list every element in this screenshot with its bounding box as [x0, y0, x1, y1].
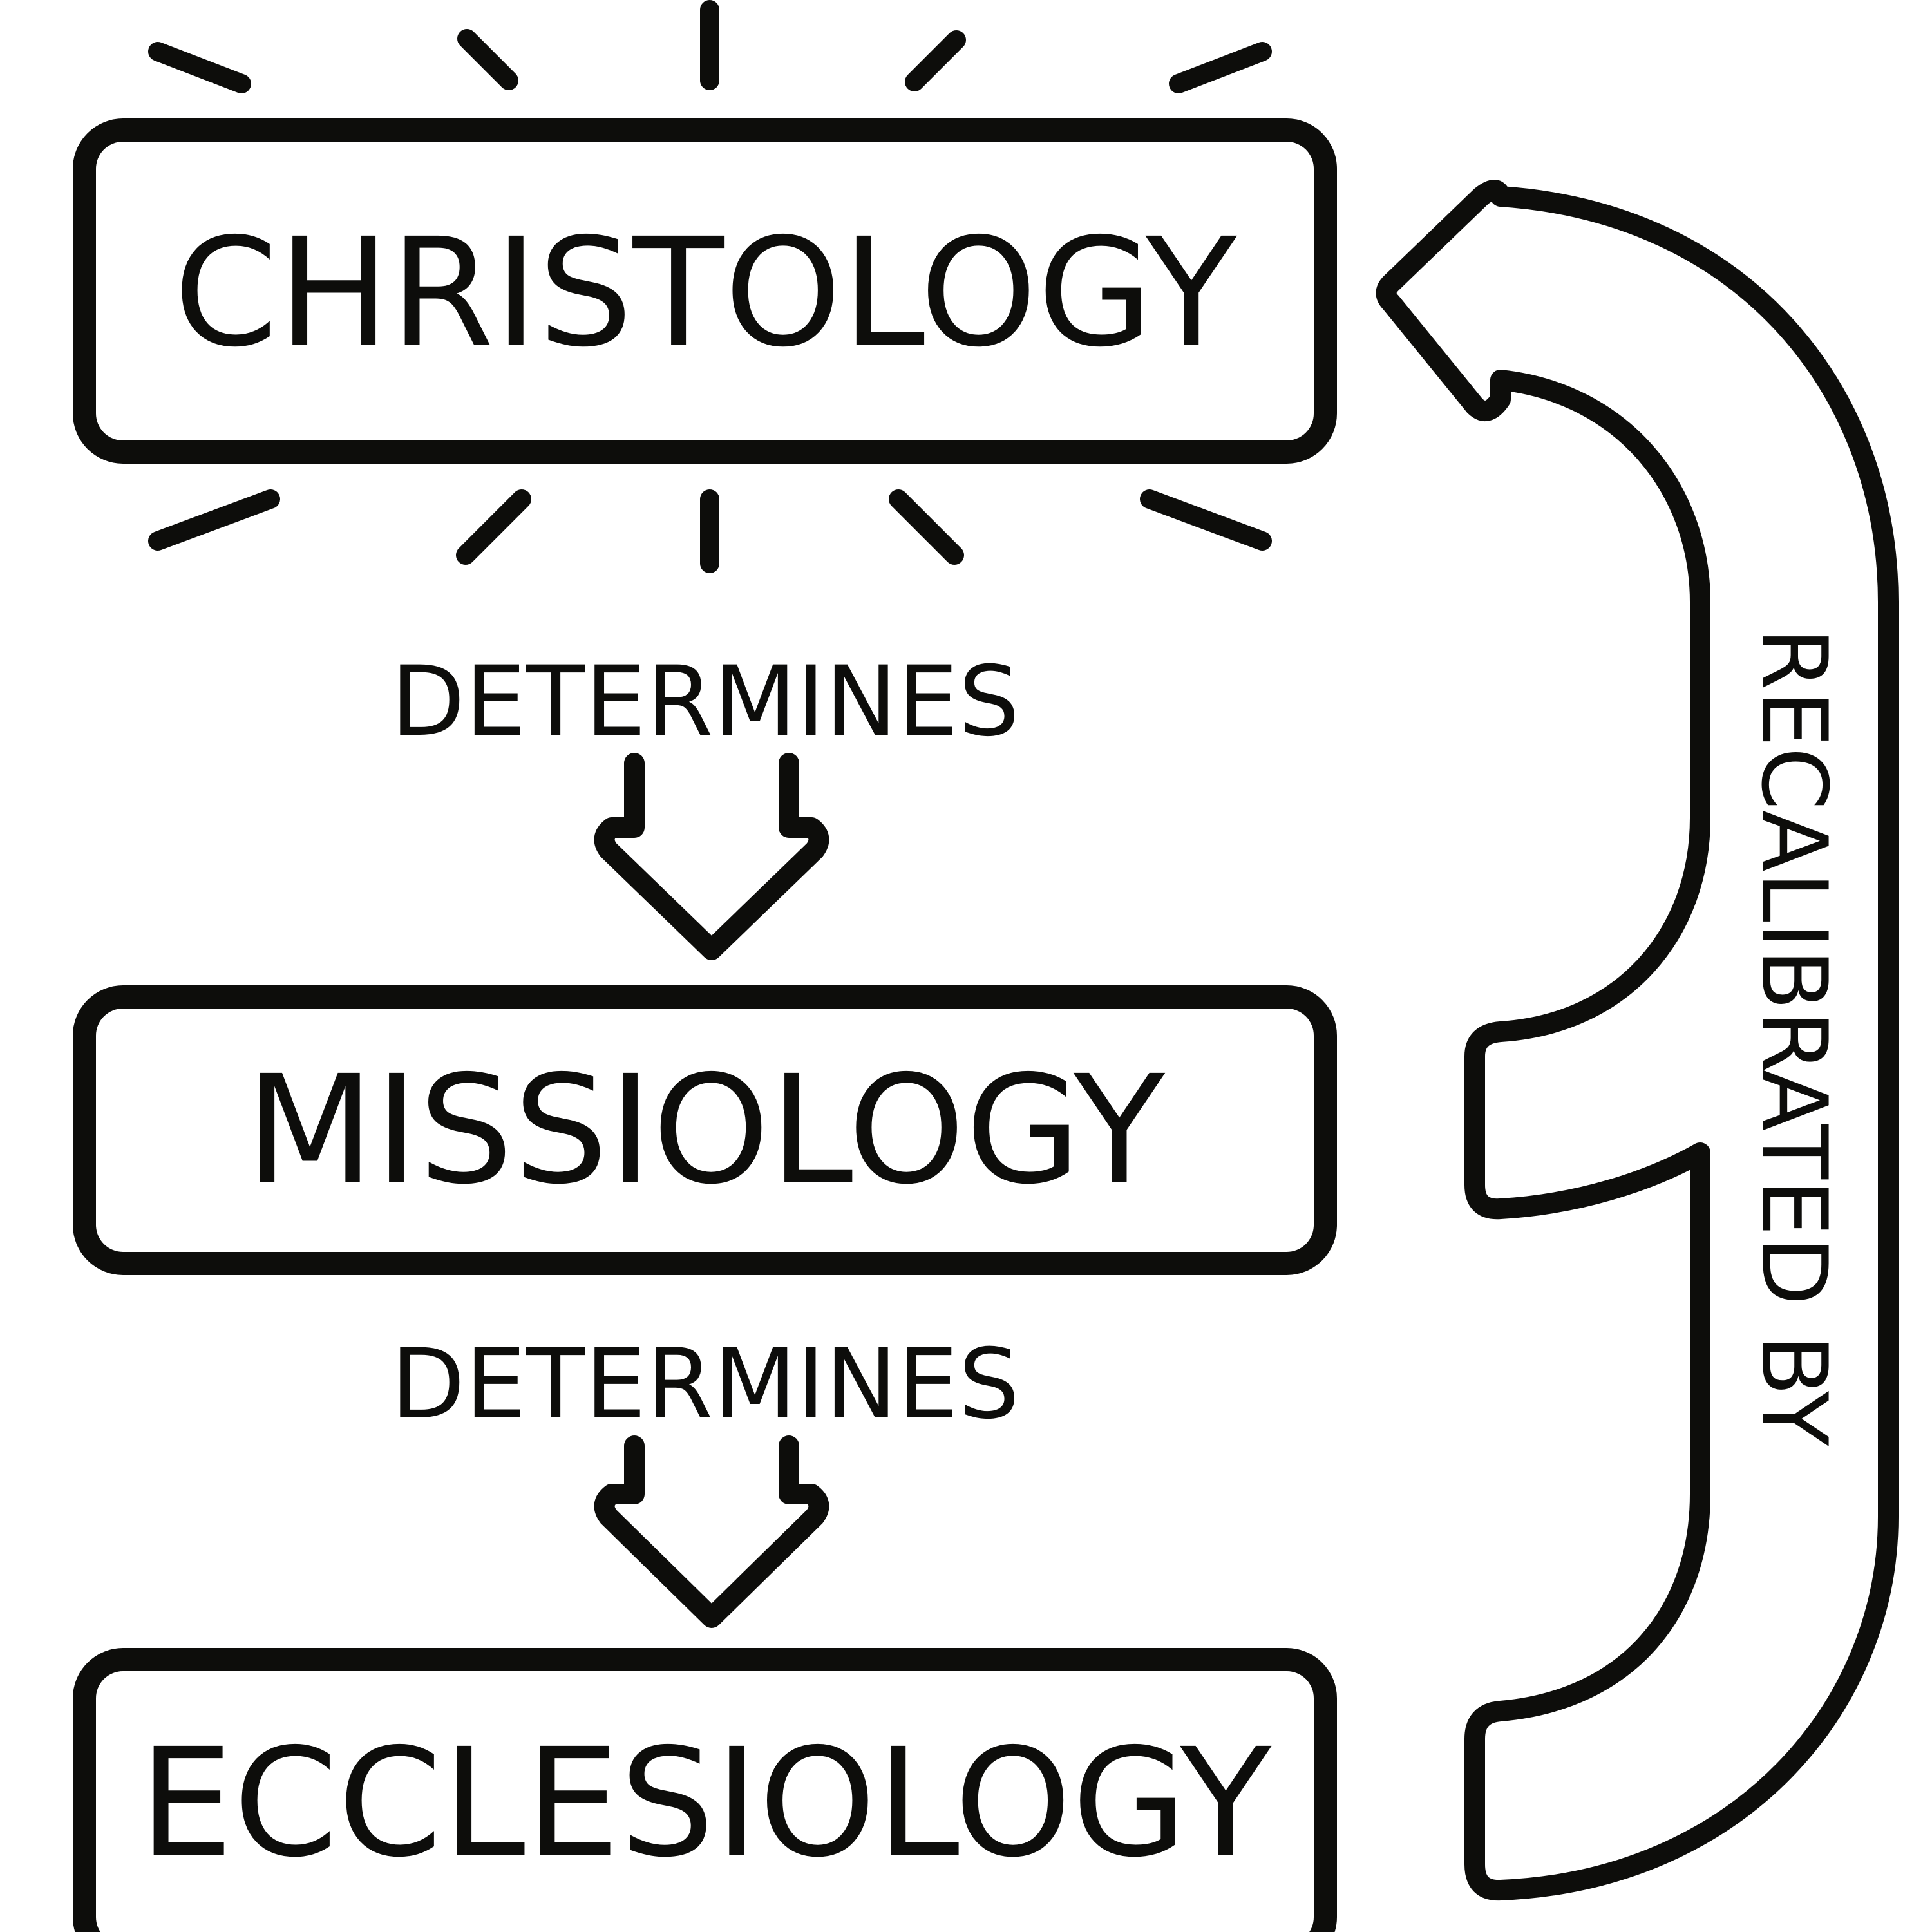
node-christology: CHRISTOLOGY [73, 118, 1337, 464]
ray [457, 29, 518, 90]
ray [905, 30, 966, 91]
node-box [73, 118, 1337, 464]
node-ecclesiology: ECCLESIOLOGY [73, 1648, 1337, 1932]
ray [148, 42, 251, 93]
edge-label: DETERMINES [391, 1329, 1020, 1441]
edge-recalibrated-by: RECALIBRATED BY [1376, 180, 1899, 1901]
node-missiology: MISSIOLOGY [73, 985, 1337, 1275]
ray [1169, 42, 1272, 93]
highlight-rays [148, 0, 1272, 573]
down-arrow-icon [594, 1435, 829, 1628]
node-box [73, 1648, 1337, 1932]
edge-label: RECALIBRATED BY [1741, 627, 1846, 1446]
ray [1140, 489, 1272, 551]
edge-label: DETERMINES [391, 646, 1020, 758]
node-label: CHRISTOLOGY [173, 206, 1237, 380]
ray [456, 489, 531, 565]
node-box [73, 985, 1337, 1275]
node-label: MISSIOLOGY [245, 1043, 1166, 1217]
node-label: ECCLESIOLOGY [139, 1716, 1273, 1890]
edge-determines-1: DETERMINES [391, 646, 1020, 960]
ray [889, 489, 964, 565]
edge-determines-2: DETERMINES [391, 1329, 1020, 1628]
curved-return-arrow-icon [1376, 180, 1899, 1901]
down-arrow-icon [594, 753, 829, 960]
ray [148, 489, 280, 551]
